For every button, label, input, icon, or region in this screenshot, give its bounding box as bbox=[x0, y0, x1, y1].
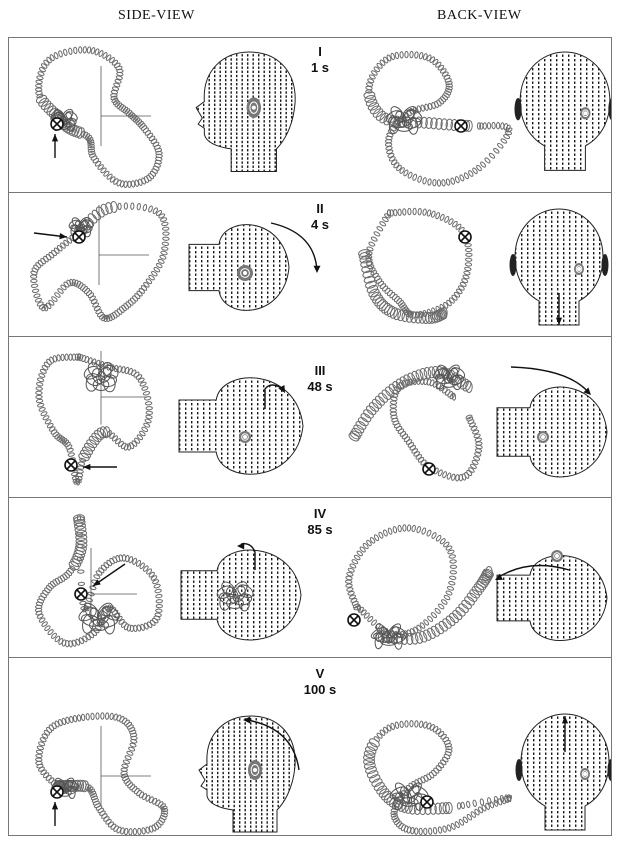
stage-1-side-marker bbox=[50, 117, 64, 131]
stage-5-side-marker bbox=[50, 785, 64, 799]
stage-4-back-trajectory bbox=[345, 524, 458, 639]
stage-2-side-marker bbox=[72, 230, 86, 244]
stage-3-side-axes bbox=[100, 351, 147, 425]
stage-1-back-head bbox=[519, 51, 611, 171]
stage-3-back-rotation-arrow bbox=[510, 366, 591, 395]
stage-4-side-arrow bbox=[92, 563, 126, 587]
stage-5-side-head bbox=[198, 715, 296, 833]
stage-4-back-sensor bbox=[551, 550, 563, 562]
stage-4-label: IV 85 s bbox=[297, 506, 343, 538]
stage-1-time: 1 s bbox=[310, 60, 330, 75]
stage-1-label: I 1 s bbox=[297, 44, 343, 76]
stage-5-side-head-ear bbox=[248, 760, 262, 780]
stage-2-back-head-right-ear bbox=[601, 254, 609, 276]
stage-5-label: V 100 s bbox=[297, 666, 343, 698]
stage-3-back-marker bbox=[422, 462, 436, 476]
stage-panel-1: I 1 s bbox=[9, 38, 611, 193]
stage-5-back-knot bbox=[389, 782, 429, 811]
stage-3-side-marker bbox=[64, 458, 78, 472]
stage-2-side-sensor bbox=[237, 265, 253, 281]
stage-3-back-trail bbox=[348, 365, 473, 442]
back-view-header: BACK-VIEW bbox=[437, 8, 522, 23]
stage-3-label: III 48 s bbox=[297, 363, 343, 395]
stage-4-back-knot bbox=[370, 623, 408, 650]
stage-1-back-marker bbox=[454, 119, 468, 133]
stage-4-back-marker bbox=[347, 613, 361, 627]
stage-2-back-trail bbox=[358, 249, 448, 324]
stage-1-side-arrow bbox=[51, 134, 59, 158]
stage-2-numeral: II bbox=[316, 201, 324, 216]
stage-3-side-arrow bbox=[83, 463, 117, 471]
stage-5-drawing bbox=[35, 712, 611, 835]
stage-1-back-head-sensor bbox=[580, 107, 591, 120]
stage-2-back-head-sensor bbox=[574, 263, 584, 275]
stage-1-back-head-right-ear bbox=[608, 98, 611, 120]
stage-5-time: 100 s bbox=[303, 682, 337, 697]
stage-3-back-trajectory bbox=[389, 377, 483, 482]
stage-4-back-head bbox=[496, 555, 608, 641]
stage-panel-3: III 48 s bbox=[9, 337, 611, 498]
side-view-header: SIDE-VIEW bbox=[118, 8, 195, 23]
stage-4-back-trail bbox=[375, 566, 494, 645]
stage-1-drawing bbox=[35, 46, 611, 188]
stage-2-back-head bbox=[514, 208, 604, 326]
stage-4-drawing bbox=[34, 514, 608, 650]
stage-5-back-marker bbox=[420, 795, 434, 809]
stage-5-back-head bbox=[520, 713, 610, 831]
stage-2-side-head bbox=[188, 224, 290, 311]
stage-2-back-arrow bbox=[555, 293, 563, 325]
stage-2-back-trajectory bbox=[365, 207, 473, 319]
stage-2-side-trajectory bbox=[30, 201, 170, 323]
stage-5-back-arrow bbox=[561, 716, 569, 752]
stage-4-rotation-arrow bbox=[237, 542, 256, 570]
stage-5-back-head-right-ear bbox=[607, 759, 611, 781]
stage-3-side-sensor bbox=[239, 431, 251, 443]
stage-1-side-trajectory bbox=[35, 46, 163, 188]
stage-grid: I 1 s II 4 s III 48 s IV 85 s V 100 s bbox=[8, 37, 612, 836]
stage-4-side-axes bbox=[90, 548, 137, 622]
stage-2-side-arrow bbox=[33, 232, 68, 240]
stage-panel-4: IV 85 s bbox=[9, 498, 611, 658]
stage-1-side-axes bbox=[100, 66, 151, 146]
stage-panel-2: II 4 s bbox=[9, 193, 611, 337]
stage-2-side-axes bbox=[98, 205, 149, 285]
stage-3-back-knot bbox=[433, 364, 466, 391]
stage-1-back-knot bbox=[385, 106, 423, 135]
stage-2-back-marker bbox=[458, 230, 472, 244]
stage-3-time: 48 s bbox=[307, 379, 333, 394]
stage-3-back-head bbox=[496, 386, 608, 478]
stage-1-back-head-left-ear bbox=[514, 97, 522, 121]
stage-4-back-rotation-arrow bbox=[495, 564, 570, 580]
stage-2-rotation-arrow bbox=[270, 222, 321, 273]
stage-4-numeral: IV bbox=[313, 506, 327, 521]
stage-1-numeral: I bbox=[318, 44, 322, 59]
stage-5-side-arrow bbox=[51, 802, 59, 826]
stage-3-rotation-arrow bbox=[264, 384, 285, 409]
stage-5-side-axes bbox=[100, 726, 151, 806]
stage-1-side-head bbox=[195, 51, 296, 173]
stage-3-side-head bbox=[178, 377, 304, 475]
stage-2-time: 4 s bbox=[310, 217, 330, 232]
stage-3-numeral: III bbox=[314, 363, 326, 378]
stage-4-side-trajectory bbox=[34, 514, 163, 648]
stage-5-back-head-left-ear bbox=[515, 759, 523, 781]
stage-5-back-trajectory bbox=[363, 720, 513, 835]
stage-1-side-head-ear bbox=[246, 97, 262, 118]
stage-5-numeral: V bbox=[315, 666, 325, 681]
stage-3-drawing bbox=[35, 351, 608, 486]
stage-5-rotation-arrow bbox=[243, 716, 300, 771]
stage-panel-5: V 100 s bbox=[9, 658, 611, 835]
stage-2-back-head-left-ear bbox=[509, 254, 517, 276]
stage-4-side-face-texture bbox=[216, 581, 254, 612]
stage-3-back-sensor bbox=[537, 431, 549, 443]
stage-3-side-trajectory bbox=[35, 353, 153, 486]
stage-5-back-head-sensor bbox=[580, 768, 590, 780]
stage-4-side-marker bbox=[74, 587, 88, 601]
stage-4-time: 85 s bbox=[307, 522, 333, 537]
stage-2-label: II 4 s bbox=[297, 201, 343, 233]
stage-2-drawing bbox=[30, 201, 609, 326]
